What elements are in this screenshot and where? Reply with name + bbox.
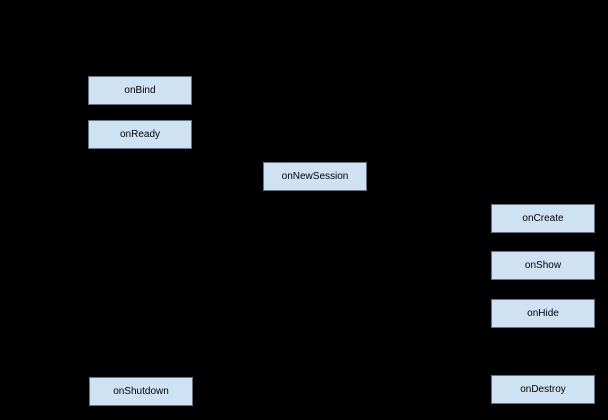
node-oncreate: onCreate <box>491 204 595 233</box>
node-onhide: onHide <box>491 299 595 328</box>
node-onshutdown: onShutdown <box>89 377 193 406</box>
node-onready: onReady <box>88 120 192 149</box>
node-onshow: onShow <box>491 251 595 280</box>
node-onbind: onBind <box>88 76 192 105</box>
node-onnewsession: onNewSession <box>263 162 367 191</box>
node-ondestroy: onDestroy <box>491 375 595 404</box>
